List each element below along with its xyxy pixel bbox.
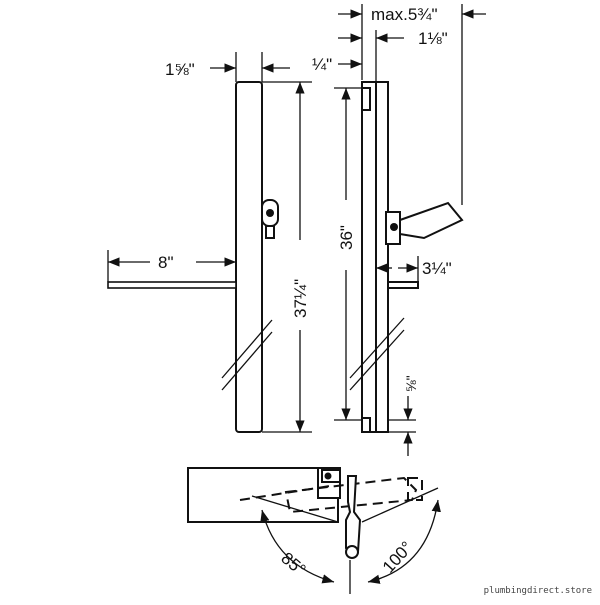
angle-right-label: 100° xyxy=(379,538,417,577)
shelf-front xyxy=(107,281,237,289)
rail-width-label: 1⅝" xyxy=(165,60,195,79)
wall-gap-label: ¼" xyxy=(312,55,332,74)
side-view: max.5¾" 1⅛" ¼" 36" 3¼" xyxy=(312,4,486,456)
shelf-length-label: 8" xyxy=(158,253,174,272)
shelf-side xyxy=(387,281,419,289)
max-width-label: max.5¾" xyxy=(371,5,438,24)
rail-front xyxy=(235,81,263,433)
angle-left-label: 85° xyxy=(277,549,309,580)
holder-depth-label: 3¼" xyxy=(422,259,452,278)
front-view: 1⅝" 8" 37¼" xyxy=(107,52,312,433)
top-view: 85° 100° xyxy=(187,467,441,594)
watermark: plumbingdirect.store xyxy=(483,586,592,596)
holder-front xyxy=(261,199,279,239)
bracket-width-label: 1⅛" xyxy=(418,29,448,48)
holder-side xyxy=(385,201,464,245)
rail-height-label: 36" xyxy=(337,225,356,250)
bottom-offset-label: ⅝" xyxy=(403,375,419,392)
overall-height-label: 37¼" xyxy=(291,279,310,318)
wall-plate xyxy=(361,81,377,433)
